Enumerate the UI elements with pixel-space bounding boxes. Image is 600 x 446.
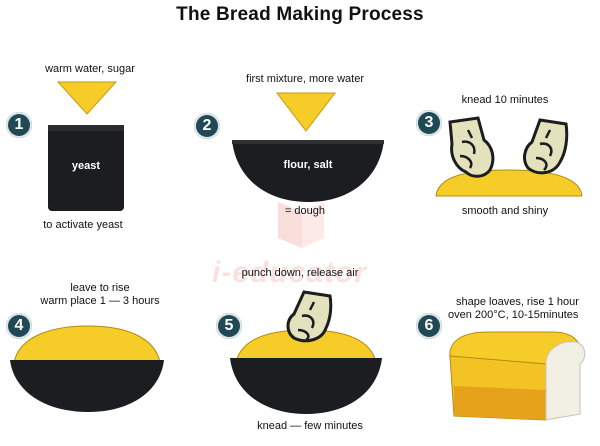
step-2-caption-bottom: = dough: [284, 205, 326, 217]
step-4-badge: 4: [6, 313, 32, 339]
mixing-bowl-icon: [232, 140, 384, 202]
bread-loaf-icon: [449, 331, 586, 421]
step-6-caption-second: oven 200°C, 10-15minutes: [448, 309, 579, 321]
step-4-caption-top: leave to rise: [70, 282, 130, 294]
step-6-caption-top: shape loaves, rise 1 hour: [456, 296, 579, 308]
kneading-hands-icon: [435, 116, 583, 197]
step-5-badge: 5: [216, 313, 242, 339]
step-5-caption-top: punch down, release air: [241, 267, 359, 279]
watermark-text: i-educator: [212, 256, 368, 289]
funnel-icon: [56, 81, 118, 115]
watermark-logo-icon: [278, 202, 324, 248]
step-1-caption-top: warm water, sugar: [45, 63, 135, 75]
step-2-caption-bowl: flour, salt: [283, 159, 333, 171]
diagram-title: The Bread Making Process: [176, 4, 424, 25]
step-1-badge: 1: [6, 112, 32, 138]
yeast-jar-icon: [48, 125, 124, 211]
step-3-badge: 3: [416, 110, 442, 136]
step-6-badge: 6: [416, 313, 442, 339]
step-2-badge: 2: [194, 113, 220, 139]
rising-dough-bowl-icon: [10, 325, 164, 412]
step-5-caption-bottom: knead — few minutes: [257, 420, 363, 432]
step-3-caption-top: knead 10 minutes: [461, 94, 549, 106]
funnel-icon: [275, 92, 337, 132]
step-1-caption-bottom: to activate yeast: [43, 219, 123, 231]
step-1-caption-jar: yeast: [71, 160, 101, 172]
punching-dough-bowl-icon: [230, 290, 382, 414]
step-4-caption-second: warm place 1 — 3 hours: [40, 295, 160, 307]
step-3-caption-bottom: smooth and shiny: [461, 205, 549, 217]
step-2-caption-top: first mixture, more water: [246, 73, 364, 85]
